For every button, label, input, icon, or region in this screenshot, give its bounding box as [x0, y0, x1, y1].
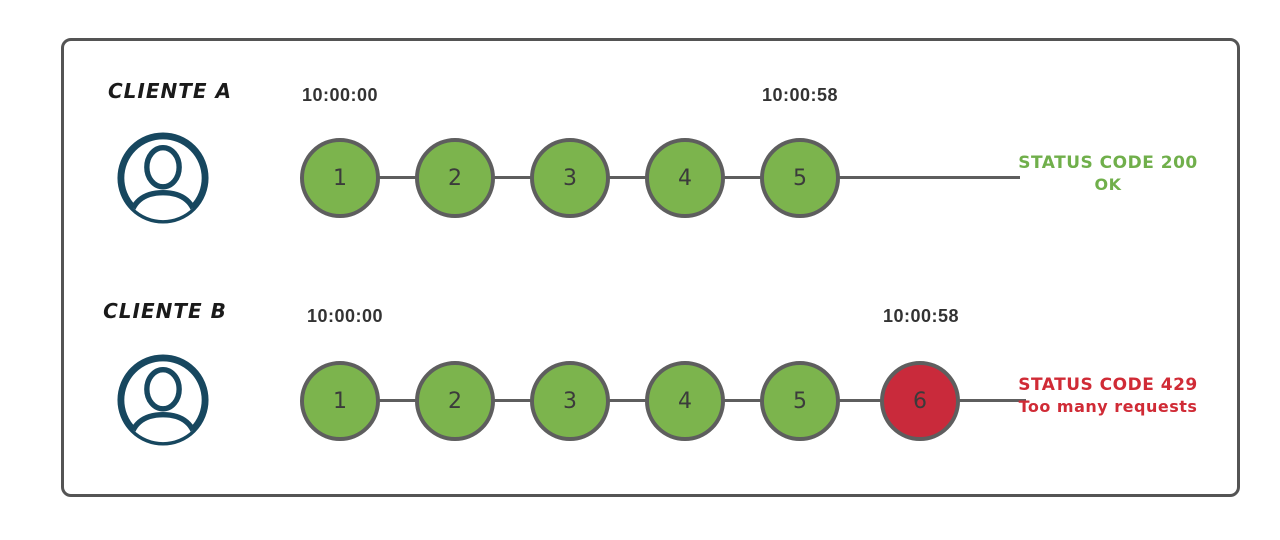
- request-number: 5: [793, 388, 807, 414]
- request-number: 2: [448, 388, 462, 414]
- status-detail-text: OK: [1094, 175, 1122, 194]
- person-icon: [117, 354, 209, 446]
- request-circle: 5: [760, 138, 840, 218]
- request-circle: 1: [300, 361, 380, 441]
- request-circle: 3: [530, 361, 610, 441]
- request-number: 5: [793, 165, 807, 191]
- request-circle: 5: [760, 361, 840, 441]
- request-number: 3: [563, 165, 577, 191]
- client-a-end-time: 10:00:58: [761, 85, 839, 105]
- client-b-start-time: 10:00:00: [306, 306, 384, 326]
- client-a-label: CLIENTE A: [107, 79, 232, 103]
- request-circle: 4: [645, 138, 725, 218]
- request-circle-blocked: 6: [880, 361, 960, 441]
- request-number: 2: [448, 165, 462, 191]
- status-code-text: STATUS CODE 429: [1018, 375, 1198, 395]
- request-number: 4: [678, 165, 692, 191]
- client-a-status: STATUS CODE 200 OK: [1008, 152, 1208, 196]
- request-circle: 2: [415, 138, 495, 218]
- request-number: 1: [333, 388, 347, 414]
- request-circle: 3: [530, 138, 610, 218]
- request-number: 6: [913, 388, 927, 414]
- client-b-end-time: 10:00:58: [882, 306, 960, 326]
- request-circle: 2: [415, 361, 495, 441]
- status-detail-text: Too many requests: [1018, 397, 1198, 416]
- request-number: 4: [678, 388, 692, 414]
- client-b-status: STATUS CODE 429 Too many requests: [1008, 374, 1208, 418]
- request-number: 3: [563, 388, 577, 414]
- diagram-frame: [61, 38, 1240, 497]
- request-number: 1: [333, 165, 347, 191]
- request-circle: 1: [300, 138, 380, 218]
- client-a-start-time: 10:00:00: [301, 85, 379, 105]
- client-b-label: CLIENTE B: [103, 299, 227, 323]
- person-icon: [117, 132, 209, 224]
- status-code-text: STATUS CODE 200: [1018, 153, 1198, 173]
- request-circle: 4: [645, 361, 725, 441]
